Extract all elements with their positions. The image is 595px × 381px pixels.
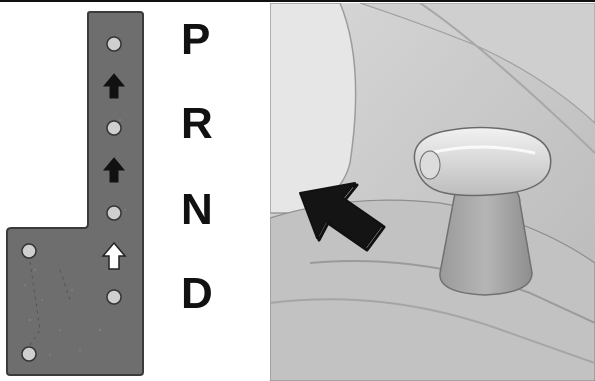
- shifter-boot: [440, 181, 532, 296]
- gear-label-r: R: [181, 100, 241, 148]
- detent-dot-left-lower: [22, 347, 36, 361]
- seat-edge: [270, 3, 356, 213]
- detent-dot-r: [107, 121, 121, 135]
- shifter-photo-graphic: [270, 3, 595, 381]
- detent-dot-d: [107, 290, 121, 304]
- detent-dot-left-upper: [22, 244, 36, 258]
- detent-dot-p: [107, 37, 121, 51]
- shift-gate-diagram: P R N D: [0, 0, 270, 381]
- detent-dot-n: [107, 206, 121, 220]
- gear-label-d: D: [181, 270, 241, 318]
- gate-plate: [7, 12, 143, 375]
- shift-lock-release: [420, 151, 440, 179]
- shifter-photo: [270, 3, 595, 381]
- gear-label-n: N: [181, 186, 241, 234]
- gear-label-p: P: [181, 16, 241, 64]
